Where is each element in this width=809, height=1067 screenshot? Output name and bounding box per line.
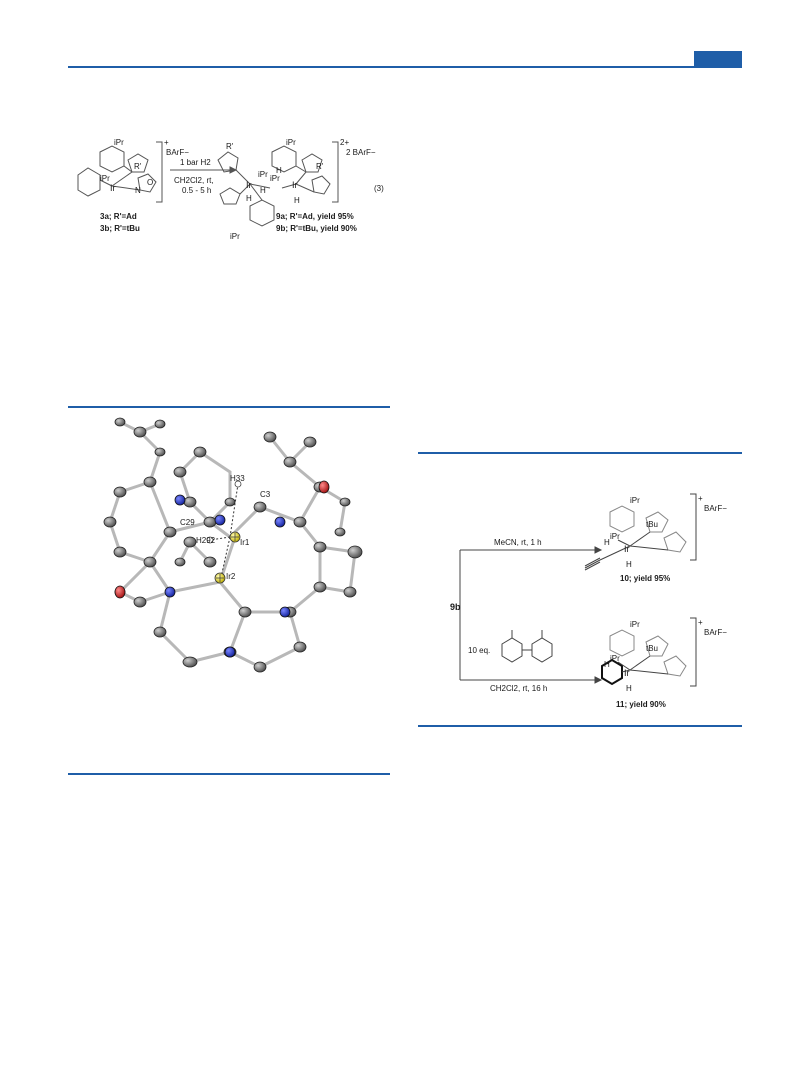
- reactant-o: O: [147, 178, 154, 187]
- crystal-structure: H33 C3 C29 H292 Ir1 Ir2: [80, 412, 380, 682]
- label-c3: C3: [260, 490, 271, 499]
- label-ir2: Ir2: [226, 572, 236, 581]
- p10-label: 10; yield 95%: [620, 574, 671, 583]
- p11-ipr-2: iPr: [610, 654, 620, 663]
- bipyridine-ring-1: [501, 637, 523, 663]
- product-counterion: 2 BArF−: [346, 148, 376, 157]
- reactant-charge: +: [164, 138, 169, 147]
- reactant-imidazole-ring: [127, 153, 149, 173]
- arrow-conditions-2: 0.5 - 5 h: [182, 186, 212, 195]
- figure-top-rule: [68, 406, 390, 408]
- product-oxazoline-ring: [217, 151, 239, 173]
- reactant-oxazoline-ring: [137, 173, 157, 193]
- arrow-reagent: 1 bar H2: [180, 158, 211, 167]
- label-c29: C29: [180, 518, 195, 527]
- reactant-aryl-ring: [99, 145, 125, 173]
- product-rprime-2: R': [316, 162, 324, 171]
- label-h292: H292: [196, 536, 216, 545]
- product-h-2: H: [276, 166, 282, 175]
- scheme-equation-3: iPr iPr R' Ir N O + BArF− 3a; R'=Ad 3b; …: [70, 138, 390, 245]
- crystal-structure-drawing: [103, 417, 363, 673]
- bottom-arrow-label-above: 10 eq.: [468, 646, 491, 655]
- p10-metal: Ir: [624, 544, 630, 554]
- bottom-arrow-label-below: CH2Cl2, rt, 16 h: [490, 684, 548, 693]
- top-arrow-label: MeCN, rt, 1 h: [494, 538, 542, 547]
- product-imidazole-ring: [219, 187, 241, 205]
- figure-bottom-rule: [68, 773, 390, 775]
- scheme-right: 9b MeCN, rt, 1 h 10 eq. CH2Cl2, rt, 16 h…: [440, 490, 742, 718]
- equation-number: (3): [374, 184, 384, 193]
- product-h-1: H: [260, 186, 266, 195]
- product-11-aryl-ring: [609, 629, 635, 657]
- reactant-n: N: [135, 186, 141, 195]
- header-rule: [68, 66, 742, 68]
- product-aryl-ring-1: [249, 199, 275, 227]
- p11-tbu: tBu: [646, 644, 659, 653]
- p10-ipr-2: iPr: [610, 532, 620, 541]
- product-11-oxazoline-ring: [663, 655, 687, 677]
- p11-h-2: H: [626, 684, 632, 693]
- p10-h-1: H: [604, 538, 610, 547]
- header-tab: [694, 51, 742, 66]
- reactant-cod-ring: [77, 167, 101, 197]
- p11-h-1: H: [604, 660, 610, 669]
- p11-ipr-1: iPr: [630, 620, 640, 629]
- scheme-equation-3-drawing: [77, 141, 339, 227]
- scheme-bottom-rule: [418, 725, 742, 727]
- reactant-rprime: R': [134, 162, 142, 171]
- p11-counterion: BArF−: [704, 628, 727, 637]
- reactant-metal: Ir: [110, 183, 116, 193]
- reactant-label-a: 3a; R'=Ad: [100, 212, 137, 221]
- product-metal-2: Ir: [292, 180, 298, 190]
- scheme-right-drawing: [459, 493, 697, 687]
- reactant-ipr-bottom: iPr: [100, 174, 110, 183]
- p10-charge: +: [698, 494, 703, 503]
- p10-ipr-1: iPr: [630, 496, 640, 505]
- product-ipr-2: iPr: [270, 174, 280, 183]
- p10-tbu: tBu: [646, 520, 659, 529]
- p11-charge: +: [698, 618, 703, 627]
- product-rprime-1: R': [226, 142, 234, 151]
- product-10-aryl-ring: [609, 505, 635, 533]
- product-10-oxazoline-ring: [663, 531, 687, 553]
- product-h-3: H: [246, 194, 252, 203]
- product-label-b: 9b; R'=tBu, yield 90%: [276, 224, 357, 233]
- reactant-counterion: BArF−: [166, 148, 189, 157]
- product-label-a: 9a; R'=Ad, yield 95%: [276, 212, 354, 221]
- product-10-imidazole-ring: [645, 511, 669, 533]
- p11-metal: Ir: [624, 668, 630, 678]
- product-h-4: H: [294, 196, 300, 205]
- product-ipr-4: iPr: [230, 232, 240, 241]
- product-ipr-1: iPr: [286, 138, 296, 147]
- product-11-imidazole-ring: [645, 635, 669, 657]
- p11-label: 11; yield 90%: [616, 700, 666, 709]
- product-metal-1: Ir: [246, 180, 252, 190]
- scheme-top-rule: [418, 452, 742, 454]
- label-h33: H33: [230, 474, 245, 483]
- reactant-ipr-top: iPr: [114, 138, 124, 147]
- label-ir1: Ir1: [240, 538, 250, 547]
- arrow-conditions-1: CH2Cl2, rt,: [174, 176, 214, 185]
- product-ipr-3: iPr: [258, 170, 268, 179]
- p10-h-2: H: [626, 560, 632, 569]
- product-11-pyridine-ring: [601, 658, 623, 686]
- reactant-label-b: 3b; R'=tBu: [100, 224, 140, 233]
- product-oxazoline-ring-2: [311, 175, 331, 195]
- start-compound: 9b: [450, 602, 461, 612]
- product-imidazole-ring-2: [301, 153, 323, 173]
- product-charge: 2+: [340, 138, 350, 147]
- bipyridine-ring-2: [531, 637, 553, 663]
- p10-counterion: BArF−: [704, 504, 727, 513]
